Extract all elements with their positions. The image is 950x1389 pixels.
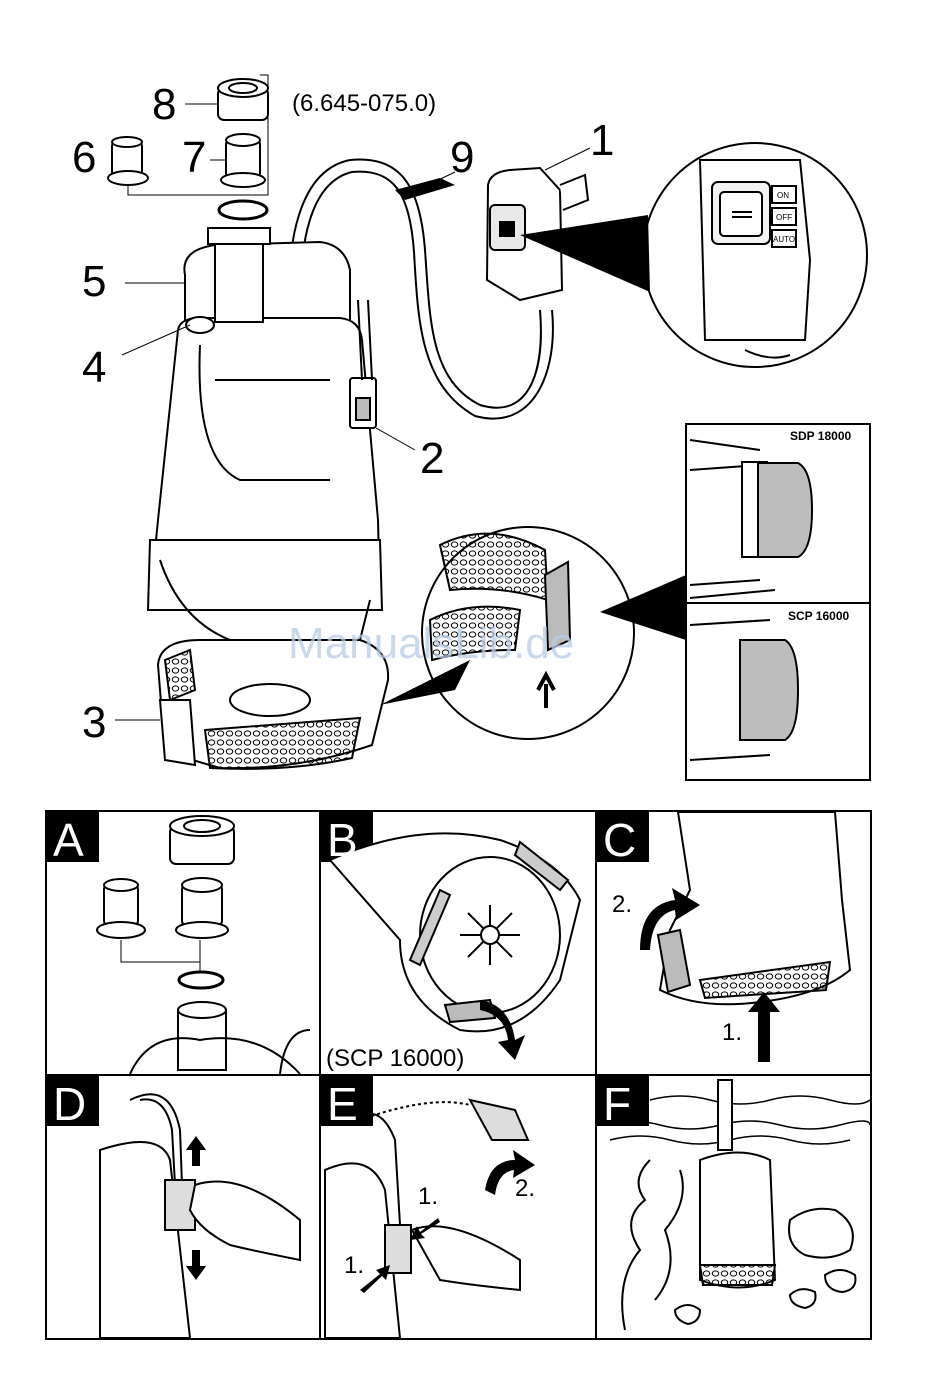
part-number: (6.645-075.0) [292, 90, 436, 117]
vent-valve [186, 317, 214, 333]
panel-letter-f: F [603, 1078, 631, 1130]
callout-2: 2 [420, 434, 444, 483]
model-label-top: SDP 18000 [790, 429, 851, 443]
callout-8: 8 [152, 80, 176, 129]
pump-body [148, 228, 382, 640]
watermark: ManualsLib.de [288, 619, 574, 668]
panel-b-caption: (SCP 16000) [326, 1045, 464, 1072]
panel-letter-c: C [603, 814, 636, 866]
panel-f [597, 1076, 870, 1330]
panel-b [321, 812, 580, 1060]
adapter-6 [108, 137, 148, 185]
panel-letter-b: B [327, 814, 358, 866]
panel-letter-a: A [53, 814, 84, 866]
switch-label-on: ON [777, 191, 789, 200]
o-ring [219, 201, 267, 219]
panel-e-step-2: 2. [515, 1175, 535, 1202]
model-label-bottom: SCP 16000 [788, 609, 849, 623]
adapter-7 [221, 134, 265, 187]
panel-c-step-2: 2. [612, 891, 632, 918]
callout-7: 7 [182, 133, 206, 182]
callout-1: 1 [590, 116, 614, 165]
switch-zoom-detail [700, 160, 810, 358]
panel-a [47, 812, 310, 1074]
panel-letter-d: D [53, 1078, 86, 1130]
callout-3: 3 [82, 698, 106, 747]
panel-letter-e: E [327, 1078, 358, 1130]
panel-e-step-1b: 1. [344, 1252, 364, 1279]
panel-e-step-1a: 1. [418, 1183, 438, 1210]
callout-5: 5 [82, 257, 106, 306]
switch-label-auto: AUTO [773, 235, 795, 244]
switch-label-off: OFF [776, 213, 792, 222]
callout-4: 4 [82, 343, 106, 392]
callout-9: 9 [450, 133, 474, 182]
callout-6: 6 [72, 133, 96, 182]
panel-c-step-1: 1. [722, 1019, 742, 1046]
nut-8 [218, 79, 268, 120]
cable-tie [395, 178, 455, 200]
